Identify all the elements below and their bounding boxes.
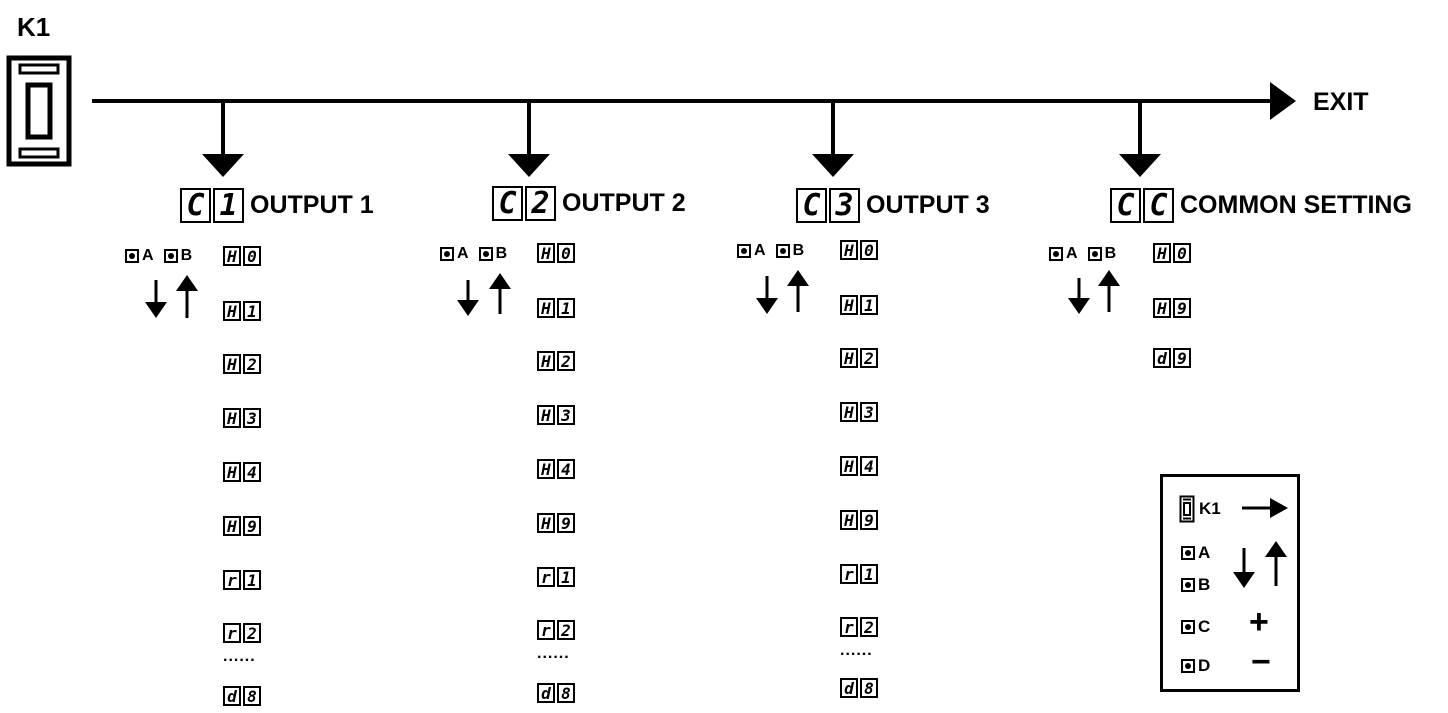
button-a-b-indicator: A B bbox=[737, 242, 804, 260]
legend-row-a: A bbox=[1181, 543, 1210, 563]
column-2-header: C 2 OUTPUT 2 bbox=[492, 186, 686, 221]
k1-key-icon bbox=[1179, 495, 1195, 523]
ellipsis: ...... bbox=[223, 648, 256, 665]
k1-key-icon[interactable] bbox=[6, 55, 72, 167]
k1-title: K1 bbox=[17, 12, 51, 42]
column-title: COMMON SETTING bbox=[1180, 191, 1412, 219]
legend-row-c: C bbox=[1181, 617, 1210, 637]
button-b-icon bbox=[1181, 578, 1195, 592]
menu-code-char: 3 bbox=[829, 188, 860, 223]
ellipsis: ...... bbox=[840, 642, 873, 659]
column-title: OUTPUT 3 bbox=[866, 191, 990, 219]
legend-row-k1: K1 bbox=[1179, 495, 1221, 523]
legend-row-b: B bbox=[1181, 575, 1210, 595]
button-c-icon bbox=[1181, 620, 1195, 634]
button-d-icon bbox=[1181, 659, 1195, 673]
button-a-icon bbox=[125, 249, 139, 263]
button-a-icon bbox=[1181, 546, 1195, 560]
button-a-icon bbox=[440, 247, 454, 261]
minus-sign: − bbox=[1251, 643, 1271, 681]
button-b-icon bbox=[775, 244, 790, 258]
column-4-header: C C COMMON SETTING bbox=[1110, 188, 1412, 223]
menu-code-char: 2 bbox=[525, 186, 556, 221]
column-title: OUTPUT 1 bbox=[250, 191, 374, 219]
button-b-icon bbox=[163, 249, 178, 263]
k1-key-graphic bbox=[6, 55, 72, 167]
button-a-b-indicator: A B bbox=[1049, 245, 1116, 263]
menu-code-char: C bbox=[180, 188, 211, 223]
legend-box: K1 A B C D + − bbox=[1160, 474, 1300, 692]
menu-code-char: C bbox=[492, 186, 523, 221]
button-b-icon bbox=[478, 247, 493, 261]
legend-row-d: D bbox=[1181, 656, 1210, 676]
button-a-icon bbox=[1049, 247, 1063, 261]
ellipsis: ...... bbox=[537, 645, 570, 662]
menu-code-char: C bbox=[1110, 188, 1141, 223]
exit-label: EXIT bbox=[1313, 88, 1369, 116]
menu-code-char: C bbox=[796, 188, 827, 223]
plus-sign: + bbox=[1249, 603, 1269, 641]
button-a-icon bbox=[737, 244, 751, 258]
button-b-icon bbox=[1087, 247, 1102, 261]
button-a-b-indicator: A B bbox=[440, 245, 507, 263]
menu-code-char: 1 bbox=[213, 188, 244, 223]
button-a-b-indicator: A B bbox=[125, 247, 192, 265]
column-1-header: C 1 OUTPUT 1 bbox=[180, 188, 374, 223]
column-3-header: C 3 OUTPUT 3 bbox=[796, 188, 990, 223]
column-title: OUTPUT 2 bbox=[562, 189, 686, 217]
menu-code-char: C bbox=[1143, 188, 1174, 223]
